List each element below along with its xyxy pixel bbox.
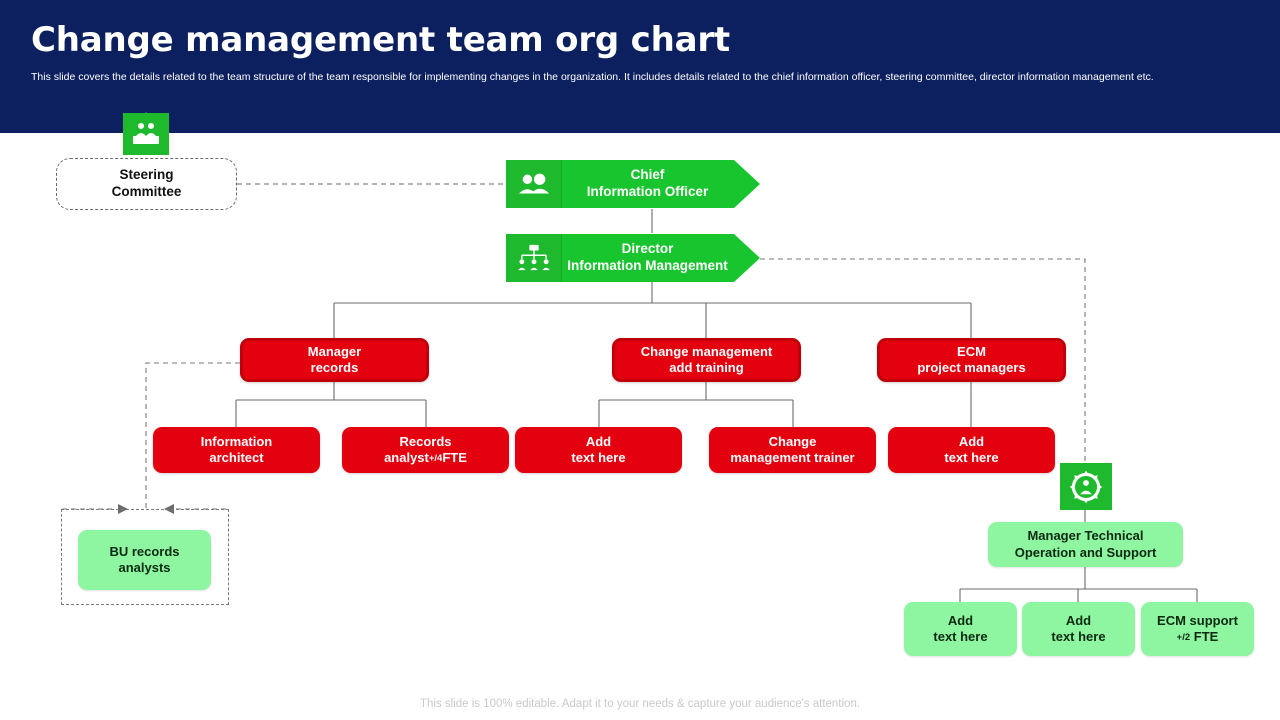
meeting-people-glyph bbox=[133, 123, 159, 144]
node-change-management-add-training-label: Change management add training bbox=[640, 343, 773, 375]
node-add-text-here-1-label: Add text here bbox=[571, 433, 626, 465]
org-hierarchy-icon bbox=[506, 234, 562, 282]
node-add-text-here-4-label: Add text here bbox=[1051, 612, 1106, 644]
node-ecm-project-managers-label: ECM project managers bbox=[917, 343, 1026, 375]
node-chief-information-officer-label: Chief Information Officer bbox=[586, 167, 709, 199]
node-add-text-here-1[interactable]: Add text here bbox=[515, 427, 682, 473]
org-hierarchy-glyph bbox=[516, 244, 552, 272]
node-add-text-here-2-label: Add text here bbox=[944, 433, 999, 465]
node-ecm-project-managers[interactable]: ECM project managers bbox=[877, 338, 1066, 382]
two-people-glyph bbox=[517, 172, 551, 196]
node-add-text-here-4[interactable]: Add text here bbox=[1022, 602, 1135, 656]
node-records-analyst[interactable]: Records analyst+/4FTE bbox=[342, 427, 509, 473]
node-manager-records-label: Manager records bbox=[307, 343, 362, 375]
node-records-analyst-label: Records analyst+/4FTE bbox=[384, 433, 467, 465]
page-subtitle: This slide covers the details related to… bbox=[31, 71, 1154, 83]
meeting-people-icon bbox=[123, 113, 169, 155]
node-manager-technical-operation-and-support-label: Manager Technical Operation and Support bbox=[1014, 528, 1157, 560]
node-ecm-support[interactable]: ECM support +/2 FTE bbox=[1141, 602, 1254, 656]
node-information-architect-label: Information architect bbox=[200, 433, 273, 465]
node-manager-records[interactable]: Manager records bbox=[240, 338, 429, 382]
node-add-text-here-3-label: Add text here bbox=[933, 612, 988, 644]
node-ecm-support-label: ECM support +/2 FTE bbox=[1157, 612, 1238, 644]
node-steering-committee-label: Steering Committee bbox=[111, 167, 182, 199]
footer-note: This slide is 100% editable. Adapt it to… bbox=[419, 698, 861, 710]
node-director-information-management-label: Director Information Management bbox=[567, 241, 728, 273]
page-title: Change management team org chart bbox=[31, 20, 730, 60]
node-bu-records-analysts[interactable]: BU records analysts bbox=[78, 530, 211, 590]
node-information-architect[interactable]: Information architect bbox=[153, 427, 320, 473]
two-people-icon bbox=[506, 160, 562, 208]
node-director-information-management[interactable]: Director Information Management bbox=[506, 234, 760, 282]
node-chief-information-officer[interactable]: Chief Information Officer bbox=[506, 160, 760, 208]
node-add-text-here-3[interactable]: Add text here bbox=[904, 602, 1017, 656]
slide-header: Change management team org chart This sl… bbox=[0, 0, 1280, 133]
node-steering-committee[interactable]: Steering Committee bbox=[56, 158, 237, 210]
gear-person-icon bbox=[1060, 463, 1112, 510]
node-bu-records-analysts-label: BU records analysts bbox=[109, 543, 180, 575]
bu-records-group-outline bbox=[61, 509, 229, 605]
node-manager-technical-operation-and-support[interactable]: Manager Technical Operation and Support bbox=[988, 522, 1183, 567]
gear-person-glyph bbox=[1069, 470, 1103, 503]
node-add-text-here-2[interactable]: Add text here bbox=[888, 427, 1055, 473]
node-change-management-trainer-label: Change management trainer bbox=[730, 433, 855, 465]
node-change-management-trainer[interactable]: Change management trainer bbox=[709, 427, 876, 473]
node-change-management-add-training[interactable]: Change management add training bbox=[612, 338, 801, 382]
